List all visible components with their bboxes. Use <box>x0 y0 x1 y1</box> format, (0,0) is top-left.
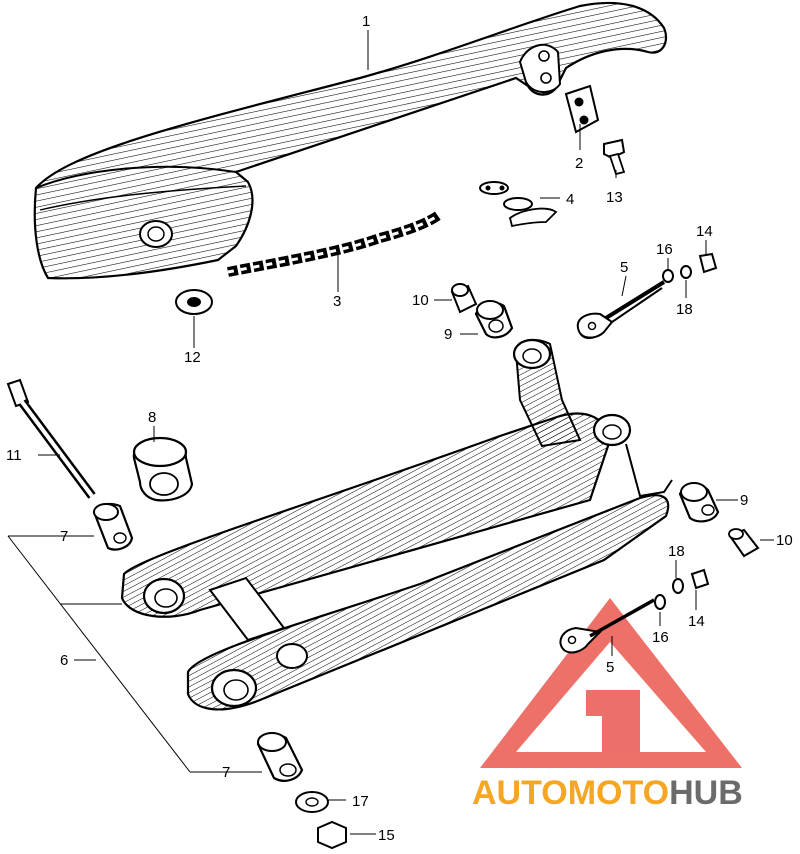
callout-4: 4 <box>566 191 574 208</box>
bushing-upper <box>450 283 514 339</box>
spacer-lower <box>256 732 304 782</box>
callout-7-lower: 7 <box>222 764 230 781</box>
watermark-logo <box>480 598 742 768</box>
callout-labels: 1 2 13 4 3 5 16 14 18 10 9 12 8 11 7 6 7… <box>6 13 793 844</box>
watermark-text: AUTOMOTOHUB <box>472 774 743 812</box>
watermark-auto: AUTO <box>472 774 568 812</box>
washer-17 <box>295 791 329 813</box>
pivot-bolt <box>6 378 96 499</box>
callout-2: 2 <box>575 155 583 172</box>
logo-g-shape <box>586 690 640 752</box>
swing-arm <box>120 338 673 711</box>
spacer-upper <box>92 502 134 551</box>
callout-3: 3 <box>333 293 341 310</box>
chain-joint <box>479 181 558 228</box>
drive-chain <box>227 209 444 277</box>
callout-8: 8 <box>148 409 156 426</box>
callout-7-upper: 7 <box>60 528 68 545</box>
callout-16-lower: 16 <box>652 629 669 646</box>
callout-17: 17 <box>352 793 369 810</box>
bolt-13 <box>603 138 626 176</box>
mounting-plate <box>564 84 600 134</box>
watermark-moto: MOTO <box>568 774 669 812</box>
callout-18-lower: 18 <box>668 543 685 560</box>
callout-9-right: 9 <box>740 492 748 509</box>
callout-14-upper: 14 <box>696 223 713 240</box>
washer-nut-lower <box>654 568 710 610</box>
callout-14-lower: 14 <box>688 613 705 630</box>
callout-12: 12 <box>184 349 201 366</box>
callout-1: 1 <box>362 13 370 30</box>
washer-nut-upper <box>662 252 718 283</box>
callout-11: 11 <box>6 447 22 464</box>
callout-5-lower: 5 <box>606 659 614 676</box>
grommet <box>175 289 213 315</box>
callout-5-upper: 5 <box>620 259 628 276</box>
callout-13: 13 <box>606 189 623 206</box>
svg-text:AUTOMOTOHUB: AUTOMOTOHUB <box>472 774 743 812</box>
watermark-hub: HUB <box>669 774 743 812</box>
chain-case <box>33 1 668 280</box>
callout-10-upper: 10 <box>412 292 429 309</box>
callout-18-upper: 18 <box>676 301 693 318</box>
callout-15: 15 <box>378 827 395 844</box>
chain-adjuster-lower <box>559 598 655 654</box>
cap-nut-15 <box>317 820 347 850</box>
leader-lines <box>7 30 774 835</box>
callout-6: 6 <box>60 652 68 669</box>
bushing-right <box>678 482 760 558</box>
callout-10-right: 10 <box>776 532 793 549</box>
chain-adjuster-upper <box>576 280 666 340</box>
pivot-bushing <box>132 436 194 502</box>
callout-16-upper: 16 <box>656 241 673 258</box>
callout-9-upper: 9 <box>444 326 452 343</box>
